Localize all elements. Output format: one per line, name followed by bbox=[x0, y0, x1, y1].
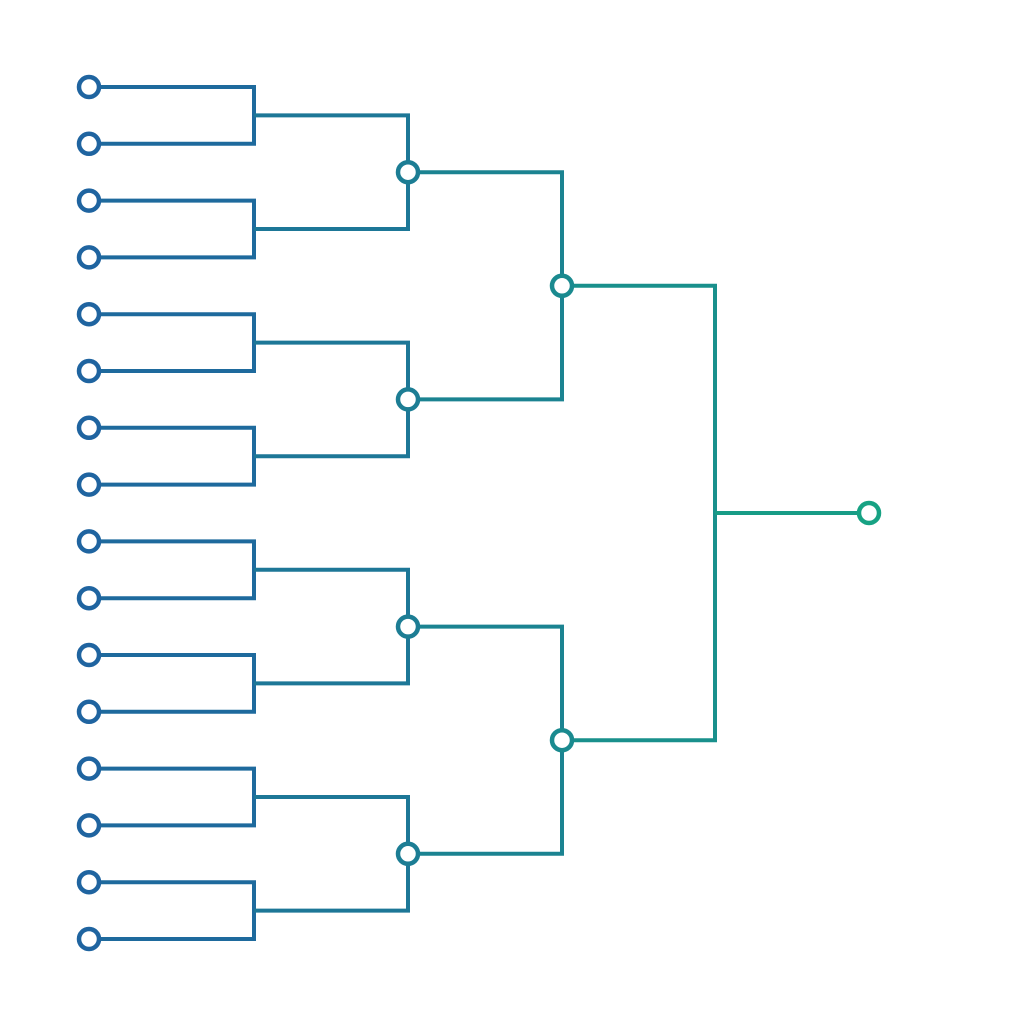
match-connector-round-1 bbox=[99, 653, 256, 714]
leaf-node bbox=[76, 188, 102, 213]
leaf-node bbox=[76, 472, 102, 497]
leaf-node bbox=[76, 699, 102, 725]
champion-node bbox=[856, 500, 882, 526]
leaf-node bbox=[76, 131, 102, 157]
match-connector-round-1 bbox=[99, 766, 256, 828]
leaf-node bbox=[76, 529, 102, 554]
leaf-node bbox=[76, 415, 102, 441]
leaf-node bbox=[76, 585, 102, 611]
match-connector-round-1 bbox=[99, 539, 256, 601]
match-connector-round-2 bbox=[254, 340, 410, 459]
leaf-node bbox=[76, 813, 102, 838]
match-connector-round-1 bbox=[99, 198, 256, 260]
semifinal-node bbox=[549, 273, 575, 299]
quarterfinal-node bbox=[395, 387, 421, 412]
leaf-node bbox=[76, 245, 102, 270]
leaf-node bbox=[76, 756, 102, 781]
match-connector-final bbox=[572, 283, 717, 743]
bracket-nodes bbox=[76, 74, 882, 952]
match-connector-round-1 bbox=[99, 880, 256, 941]
match-connector-round-2 bbox=[254, 113, 410, 231]
match-connector-round-3 bbox=[418, 624, 564, 856]
match-connector-round-2 bbox=[254, 795, 410, 913]
leaf-node bbox=[76, 869, 102, 895]
leaf-node bbox=[76, 358, 102, 384]
semifinal-node bbox=[549, 727, 575, 753]
quarterfinal-node bbox=[395, 159, 421, 185]
match-connector-round-1 bbox=[99, 312, 256, 373]
leaf-node bbox=[76, 74, 102, 100]
bracket-connectors bbox=[99, 85, 859, 941]
quarterfinal-node bbox=[395, 614, 421, 639]
match-connector-round-2 bbox=[254, 567, 410, 686]
match-connector-round-1 bbox=[99, 425, 256, 487]
leaf-node bbox=[76, 642, 102, 668]
quarterfinal-node bbox=[395, 841, 421, 867]
match-connector-round-3 bbox=[418, 170, 564, 402]
match-connector-round-1 bbox=[99, 85, 256, 146]
leaf-node bbox=[76, 301, 102, 327]
leaf-node bbox=[76, 926, 102, 952]
